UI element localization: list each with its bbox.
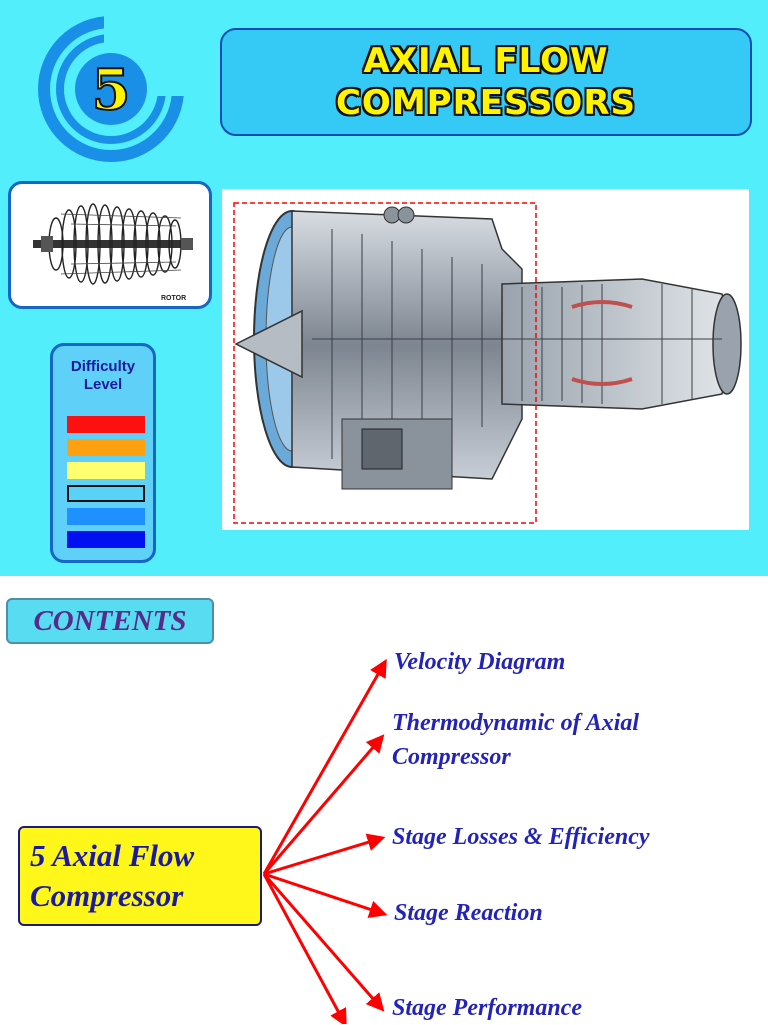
- arrow-to-stage-losses: [263, 833, 386, 876]
- page-title: AXIAL FLOW COMPRESSORS: [222, 40, 750, 124]
- chapter-logo: 5: [38, 16, 184, 162]
- difficulty-bar: [67, 508, 145, 525]
- arrow-to-offpage-topic: [262, 873, 347, 1024]
- subtopic-label: Stage Reaction: [394, 900, 543, 926]
- rotor-caption: ROTOR: [161, 295, 186, 302]
- chapter-number: 5: [92, 57, 131, 123]
- difficulty-bar: [67, 462, 145, 479]
- difficulty-bar: [67, 439, 145, 456]
- contents-heading: CONTENTS: [33, 605, 187, 637]
- subtopic-velocity-diagram[interactable]: Velocity Diagram: [394, 645, 565, 679]
- topic-arrows: [262, 658, 388, 1024]
- difficulty-bar: [67, 485, 145, 502]
- subtopic-label: Stage Losses & Efficiency: [392, 824, 650, 850]
- difficulty-label: Difficulty Level: [53, 358, 153, 394]
- subtopic-label: Thermodynamic of Axial: [392, 710, 640, 736]
- subtopic-stage-losses[interactable]: Stage Losses & Efficiency: [392, 820, 650, 854]
- title-line-2: COMPRESSORS: [335, 83, 637, 123]
- title-banner: AXIAL FLOW COMPRESSORS: [220, 28, 752, 136]
- subtopic-label-line-2: Compressor: [392, 744, 511, 770]
- main-topic-line-1: 5 Axial Flow: [30, 838, 195, 873]
- jet-engine-illustration: [233, 202, 742, 524]
- arrow-to-stage-performance: [262, 873, 385, 1012]
- main-topic-box: 5 Axial Flow Compressor: [18, 826, 262, 926]
- contents-heading-box: CONTENTS: [6, 598, 214, 644]
- difficulty-level-panel: Difficulty Level: [50, 343, 156, 563]
- rotor-image-panel: ROTOR: [8, 181, 212, 309]
- title-line-1: AXIAL FLOW: [363, 41, 609, 81]
- subtopic-thermodynamic[interactable]: Thermodynamic of Axial Compressor: [392, 706, 639, 774]
- difficulty-bar: [67, 416, 145, 433]
- main-topic-line-2: Compressor: [30, 878, 184, 913]
- subtopic-label: Velocity Diagram: [394, 649, 566, 675]
- subtopic-stage-reaction[interactable]: Stage Reaction: [394, 896, 543, 930]
- main-topic-label: 5 Axial Flow Compressor: [30, 836, 194, 916]
- subtopic-stage-performance[interactable]: Stage Performance: [392, 991, 582, 1025]
- engine-cutaway-image: [222, 189, 749, 530]
- subtopic-label: Stage Performance: [392, 995, 582, 1021]
- difficulty-bar: [67, 531, 145, 548]
- rotor-illustration: ROTOR: [33, 203, 193, 302]
- difficulty-label-line-1: Difficulty: [70, 358, 136, 375]
- arrow-to-stage-reaction: [263, 872, 388, 918]
- arrow-to-thermodynamic: [262, 734, 385, 875]
- difficulty-label-line-2: Level: [83, 376, 123, 393]
- arrow-to-velocity-diagram: [262, 658, 387, 875]
